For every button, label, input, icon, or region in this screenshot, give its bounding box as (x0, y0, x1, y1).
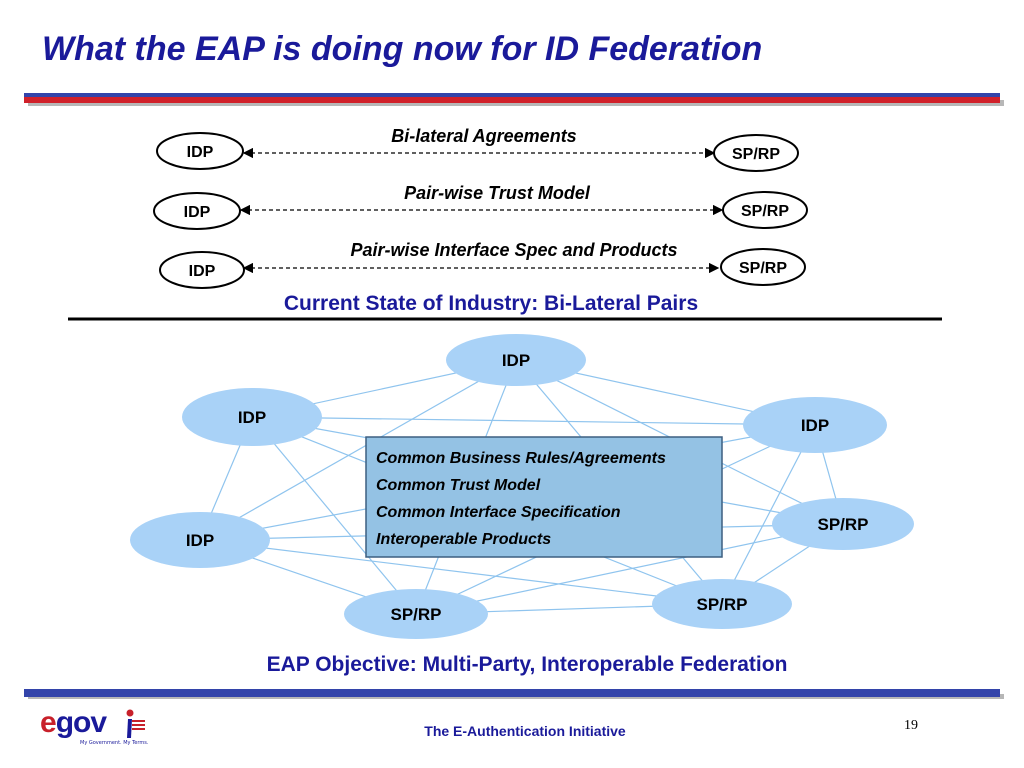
sprp-node: SP/RP (772, 498, 914, 550)
page-number: 19 (904, 718, 918, 733)
common-framework-box (365, 436, 723, 558)
node-ellipse (772, 498, 914, 550)
mesh-nodes: IDP IDP IDP IDP SP/RP SP/RP SP/RP (130, 334, 914, 639)
node-ellipse (652, 579, 792, 629)
bilateral-row: IDP SP/RP Pair-wise Interface Spec and P… (159, 240, 806, 289)
bilateral-caption: Current State of Industry: Bi-Lateral Pa… (284, 292, 698, 315)
bilateral-idp-label: IDP (189, 263, 216, 280)
node-label: IDP (502, 351, 530, 370)
node-label: SP/RP (390, 605, 441, 624)
bilateral-row-label: Bi-lateral Agreements (391, 126, 576, 146)
bilateral-row-label: Pair-wise Trust Model (404, 183, 591, 203)
bilateral-row-label: Pair-wise Interface Spec and Products (350, 240, 677, 260)
mesh-connection (199, 359, 517, 541)
mesh-connection (251, 416, 816, 426)
node-label: IDP (801, 416, 829, 435)
node-ellipse (743, 397, 887, 453)
framework-item: Interoperable Products (376, 531, 551, 548)
bottom-divider-band (24, 689, 1000, 697)
mesh-connection (721, 424, 816, 605)
sprp-node: SP/RP (652, 579, 792, 629)
framework-item: Common Trust Model (376, 477, 541, 494)
top-band-shadow (28, 100, 1004, 106)
node-label: IDP (238, 408, 266, 427)
logo-text-gov: gov (55, 706, 107, 739)
node-ellipse (182, 388, 322, 446)
bilateral-row: IDP SP/RP Bi-lateral Agreements (156, 126, 799, 172)
framework-item: Common Business Rules/Agreements (376, 450, 666, 467)
bilateral-sprp-label: SP/RP (739, 260, 787, 277)
sprp-node: SP/RP (344, 589, 488, 639)
node-label: IDP (186, 531, 214, 550)
node-label: SP/RP (696, 595, 747, 614)
top-divider-band (24, 93, 1000, 103)
logo-tagline: My Government. My Terms. (80, 740, 149, 746)
mesh-connection (415, 523, 844, 615)
footer-text: The E-Authentication Initiative (424, 723, 626, 739)
logo-text-e: e (40, 706, 57, 739)
mesh-connection (199, 539, 723, 605)
node-ellipse (446, 334, 586, 386)
bilateral-sprp-label: SP/RP (732, 146, 780, 163)
bilateral-row: IDP SP/RP Pair-wise Trust Model (153, 183, 808, 230)
bilateral-idp-label: IDP (184, 204, 211, 221)
node-ellipse (130, 512, 270, 568)
framework-item: Common Interface Specification (376, 504, 621, 521)
bilateral-sprp-label: SP/RP (741, 203, 789, 220)
idp-node: IDP (130, 512, 270, 568)
slide-title: What the EAP is doing now for ID Federat… (42, 30, 763, 68)
idp-node: IDP (743, 397, 887, 453)
federation-caption: EAP Objective: Multi-Party, Interoperabl… (267, 653, 788, 676)
node-ellipse (344, 589, 488, 639)
idp-node: IDP (446, 334, 586, 386)
idp-node: IDP (182, 388, 322, 446)
flag-figure-icon (126, 709, 145, 738)
egov-logo: egov My Government. My Terms. (40, 704, 150, 752)
node-label: SP/RP (817, 515, 868, 534)
bilateral-idp-label: IDP (187, 144, 214, 161)
